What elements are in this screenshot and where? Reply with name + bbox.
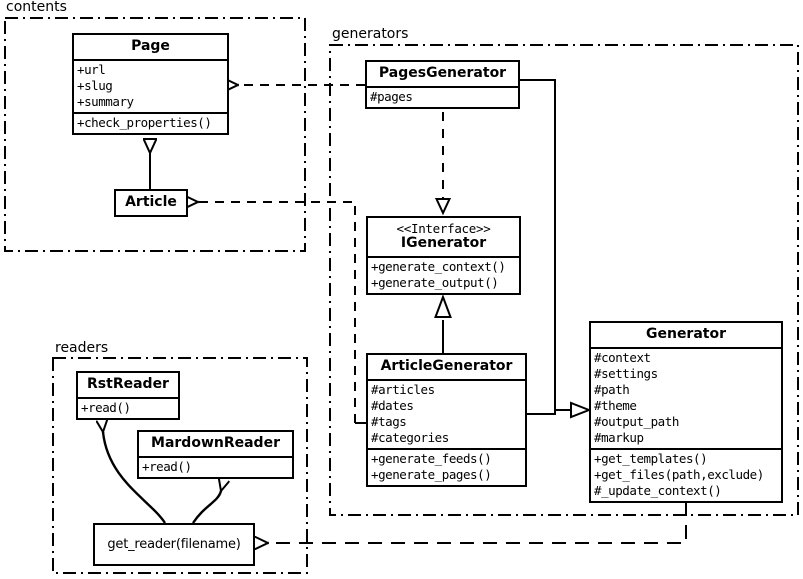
class-methods-article-generator: +generate_feeds() +generate_pages() (368, 447, 525, 485)
class-attributes-page: +url +slug +summary (74, 58, 227, 112)
edge-articlegenerator-to-generator (527, 410, 556, 415)
class-box-igenerator[interactable]: <<Interface>> IGenerator +generate_conte… (366, 216, 521, 295)
edge-get-reader-returns-mardownreader (192, 491, 221, 524)
class-box-generator[interactable]: Generator #context #settings #path #them… (589, 321, 783, 503)
attribute: #context (594, 349, 651, 365)
attribute: #markup (594, 429, 644, 445)
function-label-get-reader: get_reader(filename) (107, 537, 241, 552)
attribute: #theme (594, 397, 637, 413)
class-methods-rst-reader: +read() (78, 396, 178, 418)
class-attributes-article-generator: #articles #dates #tags #categories (368, 378, 525, 448)
class-name-text: IGenerator (400, 235, 487, 252)
class-name-rst-reader: RstReader (87, 376, 169, 392)
class-name-mardown-reader: MardownReader (151, 435, 280, 451)
package-label-readers: readers (52, 340, 112, 356)
method: +generate_pages() (371, 466, 492, 482)
class-name-page: Page (131, 38, 170, 54)
method: +generate_feeds() (371, 450, 492, 466)
attribute: +url (77, 61, 106, 77)
class-box-article-generator[interactable]: ArticleGenerator #articles #dates #tags … (366, 353, 527, 487)
method: #_update_context() (594, 482, 722, 498)
method: +generate_context() (371, 258, 506, 274)
package-label-generators: generators (329, 26, 412, 42)
attribute: #articles (371, 381, 435, 397)
class-name-article-generator: ArticleGenerator (380, 358, 513, 374)
class-box-mardown-reader[interactable]: MardownReader +read() (137, 430, 294, 479)
attribute: #path (594, 381, 630, 397)
edge-articlegenerator-realizes-igenerator (434, 294, 452, 353)
class-attributes-generator: #context #settings #path #theme #output_… (591, 346, 781, 448)
method: +check_properties() (77, 114, 212, 130)
edge-pagesgenerator-to-generator (519, 79, 592, 419)
method: +get_templates() (594, 450, 708, 466)
class-methods-igenerator: +generate_context() +generate_output() (368, 255, 519, 293)
attribute: #dates (371, 397, 414, 413)
function-box-get-reader[interactable]: get_reader(filename) (93, 523, 255, 566)
class-name-article: Article (125, 194, 177, 210)
class-box-page[interactable]: Page +url +slug +summary +check_properti… (72, 33, 229, 135)
class-name-pages-generator: PagesGenerator (378, 65, 507, 81)
method: +get_files(path,exclude) (594, 466, 764, 482)
edge-generator-depends-get-reader (268, 502, 687, 543)
edge-articlegenerator-depends-article (198, 202, 366, 424)
class-methods-generator: +get_templates() +get_files(path,exclude… (591, 447, 781, 501)
attribute: #settings (594, 365, 658, 381)
attribute: #output_path (594, 413, 679, 429)
class-box-pages-generator[interactable]: PagesGenerator #pages (365, 60, 520, 109)
class-box-article[interactable]: Article (114, 189, 188, 217)
package-label-contents: contents (3, 0, 70, 15)
method: +read() (142, 458, 192, 474)
class-methods-mardown-reader: +read() (139, 455, 292, 477)
attribute: +slug (77, 77, 113, 93)
attribute: #pages (370, 88, 413, 104)
class-attributes-pages-generator: #pages (367, 85, 518, 107)
class-stereotype-igenerator: <<Interface>> (396, 221, 491, 236)
class-box-rst-reader[interactable]: RstReader +read() (76, 371, 180, 420)
attribute: #categories (371, 429, 449, 445)
edge-pagesgenerator-realizes-igenerator (434, 112, 452, 216)
class-name-igenerator: <<Interface>> IGenerator (368, 218, 519, 256)
method: +generate_output() (371, 274, 499, 290)
attribute: #tags (371, 413, 407, 429)
attribute: +summary (77, 93, 134, 109)
class-name-generator: Generator (645, 326, 726, 342)
class-methods-page: +check_properties() (74, 111, 227, 133)
method: +read() (81, 399, 131, 415)
